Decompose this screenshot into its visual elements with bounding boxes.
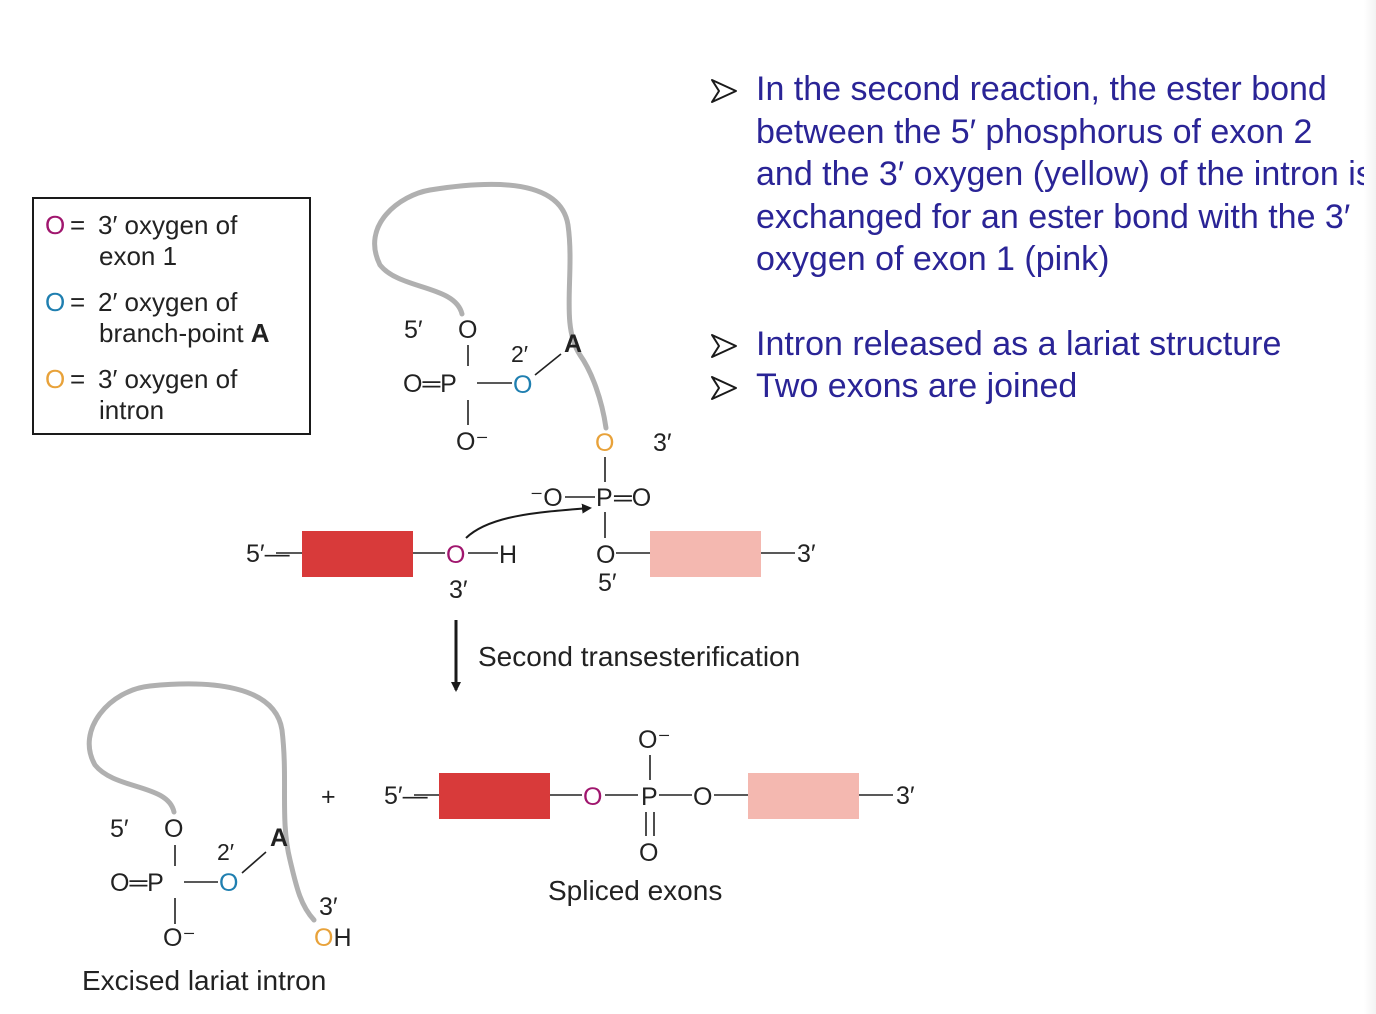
legend-box <box>32 197 311 435</box>
branch-2prime-oxygen: O <box>219 869 238 897</box>
bond-line <box>534 353 562 376</box>
bullet-item: Two exons are joined <box>710 365 1376 408</box>
intron-3prime-oxygen: O <box>595 429 614 457</box>
arrowhead-bullet-icon <box>711 376 737 400</box>
label-2prime: 2′ <box>511 341 528 367</box>
bullet-item: In the second reaction, the ester bond b… <box>710 68 1376 281</box>
branch-2prime-oxygen: O <box>513 371 532 399</box>
phosphorus: P <box>596 484 613 512</box>
label-3prime: 3′ <box>653 429 672 457</box>
legend-o-intron: O <box>45 364 65 394</box>
branch-point-a: A <box>270 824 288 852</box>
phosphate-o-minus: O⁻ <box>638 726 671 754</box>
label-5prime-dash: 5′— <box>384 782 428 810</box>
step-caption: Second transesterification <box>478 641 800 672</box>
exon1-block <box>439 773 550 819</box>
lariat-loop <box>86 681 317 923</box>
pre-splicing-structure: 5′ O O═P O 2′ A O⁻ O 3′ ⁻O P ═O O 5′ 5′—… <box>246 181 816 604</box>
arrowhead-bullet-icon <box>711 333 737 358</box>
label-2prime: 2′ <box>217 839 234 865</box>
spliced-caption: Spliced exons <box>548 875 722 906</box>
page-edge-shadow <box>1364 0 1376 1014</box>
hydrogen: H <box>499 541 517 569</box>
legend-line1-branch: 2′ oxygen of <box>98 287 238 317</box>
legend: O = 3′ oxygen of exon 1 O = 2′ oxygen of… <box>32 197 311 435</box>
bullet-text: Intron released as a lariat structure <box>756 324 1282 363</box>
excised-lariat: 5′ O O═P O 2′ A O⁻ 3′ OH Excised lariat … <box>82 681 352 996</box>
o-double-p: O═P <box>110 869 164 897</box>
hydroxyl: OH <box>314 924 352 952</box>
bullet-item: Intron released as a lariat structure <box>710 323 1376 366</box>
label-5prime: 5′ <box>598 569 617 597</box>
lariat-caption: Excised lariat intron <box>82 965 326 996</box>
exon1-3prime-oxygen: O <box>446 541 465 569</box>
label-3prime: 3′ <box>896 782 915 810</box>
exon2-5prime-oxygen: O <box>596 541 615 569</box>
phosphate-o-top: O <box>164 815 183 843</box>
phosphate-o-minus: O⁻ <box>163 924 196 952</box>
label-3prime: 3′ <box>449 576 468 604</box>
plus-sign: + <box>321 783 336 811</box>
bullet-list: In the second reaction, the ester bond b… <box>710 68 1376 408</box>
phosphate-o-minus: O⁻ <box>456 428 489 456</box>
phosphate-o-double: O <box>639 839 658 867</box>
bullet-text: In the second reaction, the ester bond b… <box>756 70 1373 278</box>
arrowhead-bullet-icon <box>711 79 737 103</box>
exon2-5prime-oxygen: O <box>693 783 712 811</box>
exon1-3prime-oxygen: O <box>583 783 602 811</box>
bullet-text: Two exons are joined <box>756 367 1078 405</box>
label-3prime: 3′ <box>797 540 816 568</box>
exon2-block <box>748 773 859 819</box>
lariat-loop <box>372 181 609 431</box>
phosphate-o-top: O <box>458 316 477 344</box>
legend-eq: = <box>70 364 85 394</box>
exon2-block <box>650 531 761 577</box>
bond-line <box>241 851 267 874</box>
legend-line2-exon1: exon 1 <box>99 241 177 271</box>
branch-point-a: A <box>564 330 582 358</box>
legend-eq: = <box>70 210 85 240</box>
o-double-p: O═P <box>403 370 457 398</box>
curved-arrow-icon <box>465 503 592 539</box>
label-5prime: 5′ <box>404 316 423 344</box>
reaction-step: Second transesterification <box>451 620 800 692</box>
legend-line1-intron: 3′ oxygen of <box>98 364 238 394</box>
legend-line2-branch: branch-point A <box>99 318 270 348</box>
spliced-exons: 5′— O P O 3′ O⁻ O Spliced exons <box>384 726 915 906</box>
phosphorus: P <box>641 783 658 811</box>
legend-o-branch: O <box>45 287 65 317</box>
minus-o: ⁻O <box>530 484 563 512</box>
label-5prime: 5′ <box>110 815 129 843</box>
label-5prime-dash: 5′— <box>246 540 290 568</box>
legend-line1-exon1: 3′ oxygen of <box>98 210 238 240</box>
legend-eq: = <box>70 287 85 317</box>
exon1-block <box>302 531 413 577</box>
legend-o-exon1: O <box>45 210 65 240</box>
legend-line2-intron: intron <box>99 395 164 425</box>
double-o: ═O <box>613 484 651 512</box>
label-3prime: 3′ <box>319 893 338 921</box>
